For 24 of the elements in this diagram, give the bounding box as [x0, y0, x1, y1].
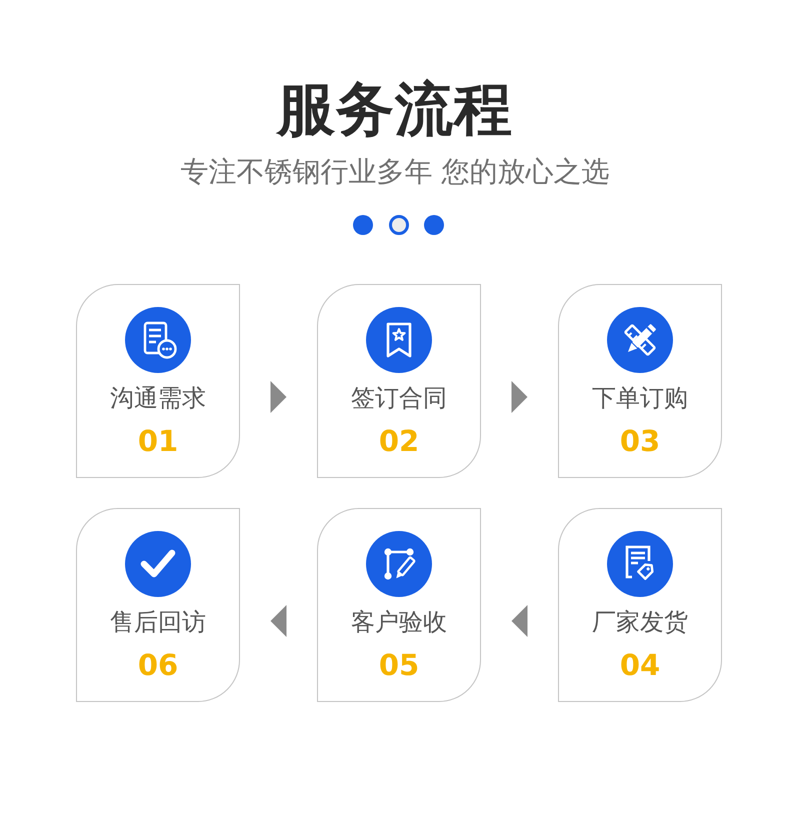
- step-number: 02: [378, 424, 420, 458]
- arrow: [270, 381, 286, 413]
- step-label: 下单订购: [592, 383, 688, 413]
- step-number: 03: [620, 424, 660, 458]
- step-card: [76, 284, 240, 478]
- arrow: [512, 381, 528, 413]
- step-label: 厂家发货: [592, 607, 688, 637]
- step-card: [76, 508, 240, 702]
- step-number: 05: [378, 648, 420, 682]
- step-card: [317, 284, 481, 478]
- step-label: 签订合同: [351, 383, 447, 413]
- step-number: 06: [138, 648, 178, 682]
- arrow: [270, 605, 286, 637]
- step-label: 售后回访: [110, 607, 206, 637]
- step-card: [317, 508, 481, 702]
- step-label: 客户验收: [351, 607, 447, 637]
- subtitle: 专注不锈钢行业多年 您的放心之选: [180, 154, 610, 190]
- step-card: [558, 508, 722, 702]
- arrow: [512, 605, 528, 637]
- step-card: [558, 284, 722, 478]
- step-number: 01: [138, 424, 178, 458]
- title: 服务流程: [277, 74, 513, 144]
- step-number: 04: [620, 648, 660, 682]
- step-label: 沟通需求: [110, 383, 206, 413]
